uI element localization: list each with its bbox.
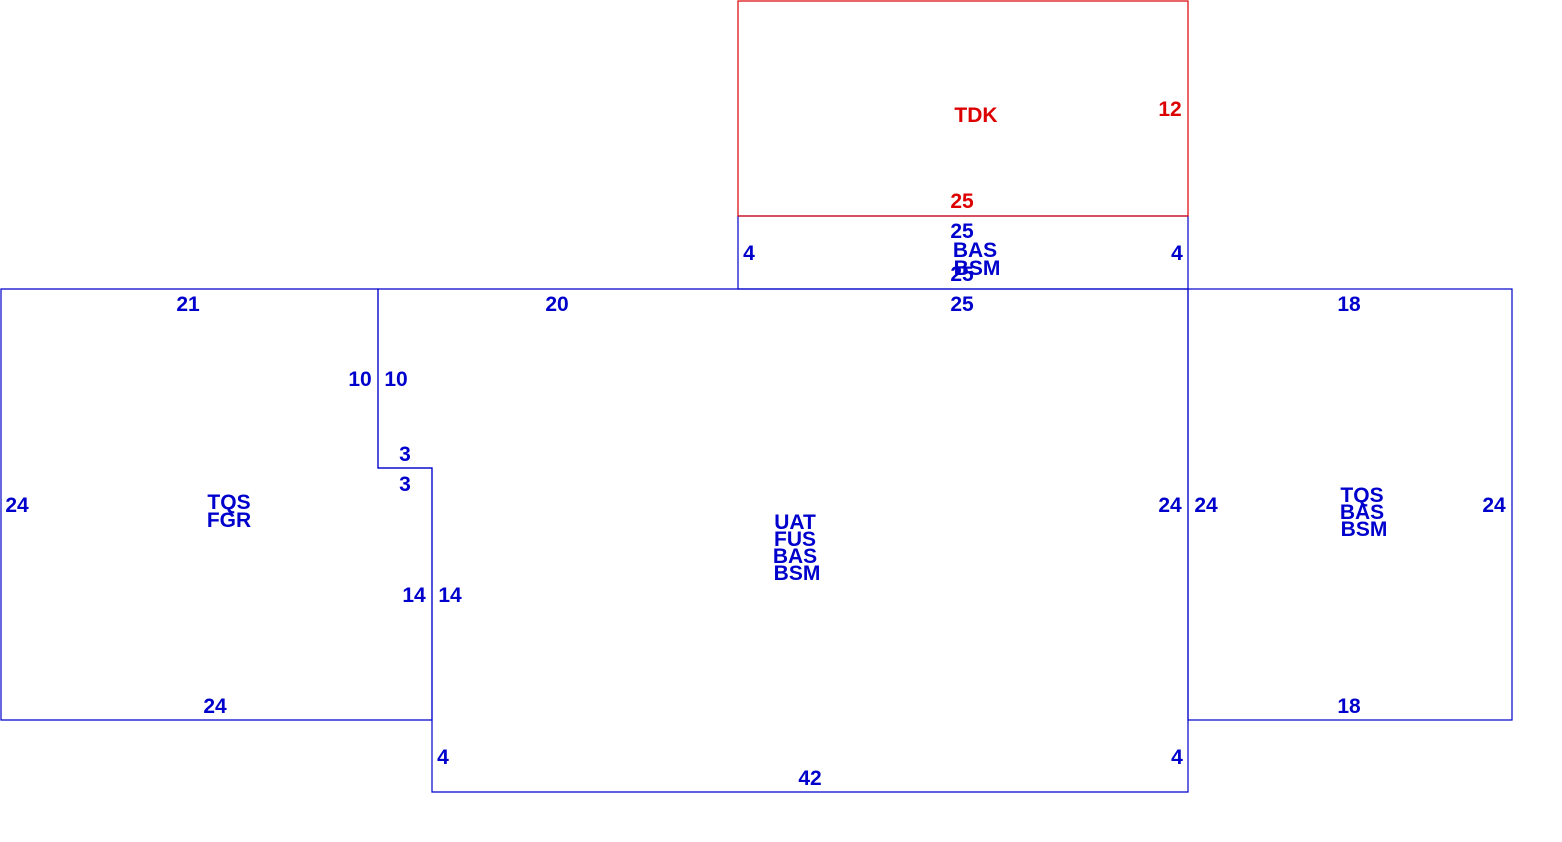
main-dim-notch-top: 3 [399,443,411,466]
right-wing-dim-left: 24 [1194,494,1218,517]
left-wing-code-1: TQS [207,491,250,514]
bump-out-code-2: BSM [954,257,1001,280]
right-wing-dim-right: 24 [1482,494,1506,517]
bump-out-dim-top: 25 [950,220,974,243]
outlines [0,0,1513,793]
main-dim-bottom-right-step: 4 [1171,746,1183,769]
right-wing-labels: 18 24 24 18 TQS BAS BSM [1194,293,1506,718]
main-dim-top-left: 20 [545,293,568,316]
left-wing-dim-left: 24 [5,494,29,517]
main-dim-left-upper: 10 [384,368,407,391]
main-code-2: FUS [774,528,816,551]
right-wing-code-1: TQS [1340,484,1383,507]
right-wing-dim-top: 18 [1337,293,1361,316]
bump-out-code-1: BAS [953,239,997,262]
right-wing-outline [1187,288,1513,721]
left-wing-dim-notch: 3 [399,473,411,496]
deck-code: TDK [954,104,997,127]
main-dim-top-right: 25 [950,293,974,316]
right-wing-dim-bottom: 18 [1337,695,1361,718]
left-wing-code-2: FGR [207,509,251,532]
deck-dim-bottom: 25 [950,190,974,213]
deck-outline [737,0,1189,217]
bump-out-labels: 25 BAS BSM 25 4 4 [743,220,1183,286]
left-wing-dim-top: 21 [176,293,200,316]
main-dim-bottom: 42 [798,767,821,790]
left-wing-dim-right-lower: 14 [402,584,426,607]
main-area-labels: 20 25 10 3 14 24 4 4 42 UAT FUS BAS BSM [384,293,1183,790]
deck-dim-right: 12 [1158,98,1181,121]
left-wing-dim-bottom: 24 [203,695,227,718]
left-wing-labels: 21 24 24 10 3 14 TQS FGR [5,293,426,718]
main-code-3: BAS [773,545,817,568]
bump-out-dim-bottom: 25 [950,263,974,286]
main-dim-right: 24 [1158,494,1182,517]
right-wing-code-3: BSM [1341,518,1388,541]
main-dim-bottom-left-step: 4 [437,746,449,769]
deck-labels: TDK 12 25 [950,98,1181,213]
main-code-1: UAT [774,511,816,534]
bump-out-dim-right: 4 [1171,242,1183,265]
main-dim-left-lower: 14 [438,584,462,607]
main-code-4: BSM [774,562,821,585]
left-wing-dim-right-upper: 10 [348,368,371,391]
right-wing-code-2: BAS [1340,501,1384,524]
bump-out-dim-left: 4 [743,242,755,265]
